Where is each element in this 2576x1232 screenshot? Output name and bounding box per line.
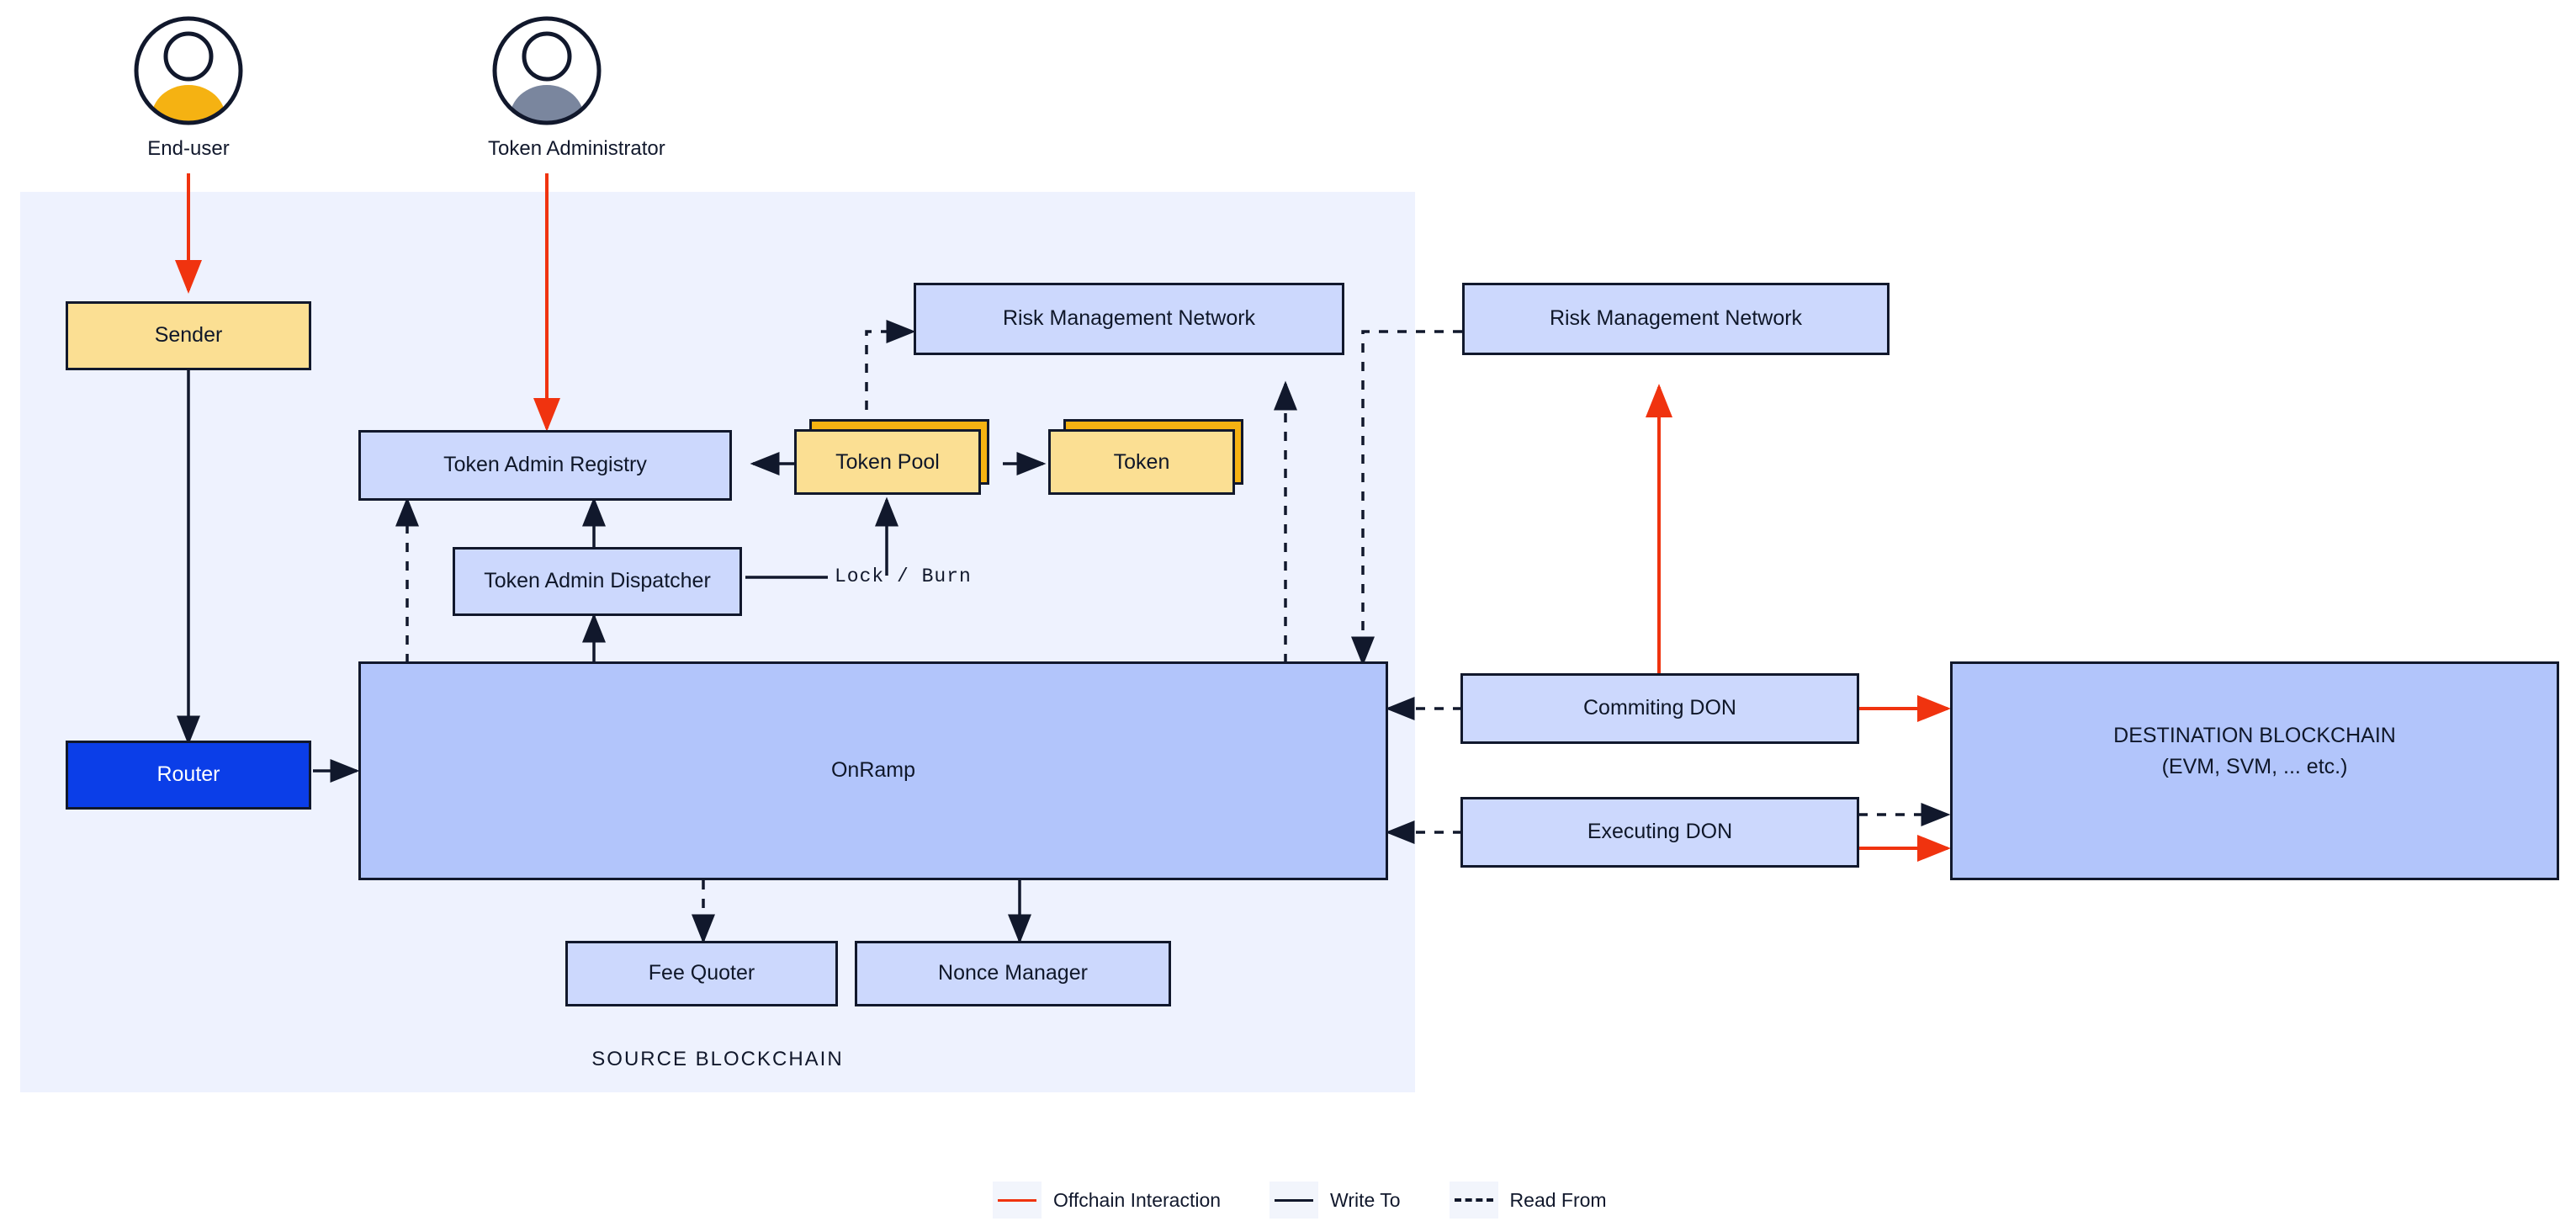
token-admin-dispatcher-label: Token Admin Dispatcher (484, 569, 711, 593)
legend-label-offchain-interaction: Offchain Interaction (1053, 1188, 1222, 1211)
onramp-label: OnRamp (830, 758, 916, 783)
node-executing-don[interactable]: Executing DON (1460, 797, 1859, 868)
legend-item-offchain-interaction: Offchain Interaction (993, 1182, 1221, 1219)
actor-token-administrator: Token Administrator (488, 15, 665, 161)
token-admin-registry-label: Token Admin Registry (443, 453, 647, 477)
write-to-line-icon (1269, 1182, 1319, 1219)
token-card: Token (1048, 429, 1235, 495)
read-from-line-icon (1449, 1182, 1498, 1219)
node-sender[interactable]: Sender (66, 301, 311, 370)
legend: Offchain Interaction Write To Read From (993, 1182, 1607, 1219)
node-token-admin-registry[interactable]: Token Admin Registry (358, 430, 732, 501)
risk-management-network-source-label: Risk Management Network (1002, 306, 1256, 331)
node-token-admin-dispatcher[interactable]: Token Admin Dispatcher (453, 547, 742, 616)
node-risk-management-network-dest[interactable]: Risk Management Network (1462, 283, 1890, 355)
token-label: Token (1113, 449, 1170, 474)
fee-quoter-label: Fee Quoter (648, 961, 755, 985)
end-user-avatar-icon (134, 16, 243, 125)
nonce-manager-label: Nonce Manager (938, 961, 1088, 985)
node-destination-blockchain[interactable]: DESTINATION BLOCKCHAIN (EVM, SVM, ... et… (1950, 661, 2559, 880)
lock-burn-annotation: Lock / Burn (835, 566, 972, 587)
destination-blockchain-line1: DESTINATION BLOCKCHAIN (2113, 724, 2396, 747)
node-risk-management-network-source[interactable]: Risk Management Network (914, 283, 1344, 355)
legend-label-read-from: Read From (1509, 1188, 1607, 1211)
legend-item-read-from: Read From (1449, 1182, 1607, 1219)
end-user-label: End-user (147, 137, 230, 160)
legend-item-write-to: Write To (1269, 1182, 1401, 1219)
node-nonce-manager[interactable]: Nonce Manager (855, 941, 1171, 1006)
node-token[interactable]: Token (1048, 419, 1250, 503)
risk-management-network-dest-label: Risk Management Network (1549, 306, 1803, 331)
node-commiting-don[interactable]: Commiting DON (1460, 673, 1859, 744)
node-token-pool[interactable]: Token Pool (794, 419, 996, 503)
token-pool-label: Token Pool (835, 449, 940, 474)
legend-label-write-to: Write To (1330, 1188, 1401, 1211)
source-blockchain-label: SOURCE BLOCKCHAIN (591, 1048, 844, 1070)
node-fee-quoter[interactable]: Fee Quoter (565, 941, 838, 1006)
destination-blockchain-line2: (EVM, SVM, ... etc.) (2161, 755, 2348, 779)
router-label: Router (156, 762, 220, 787)
node-onramp[interactable]: OnRamp (358, 661, 1388, 880)
node-router[interactable]: Router (66, 741, 311, 810)
token-administrator-avatar-icon (492, 16, 602, 125)
offchain-interaction-line-icon (993, 1182, 1042, 1219)
token-administrator-label: Token Administrator (488, 137, 665, 160)
token-pool-card: Token Pool (794, 429, 981, 495)
actor-end-user: End-user (130, 15, 247, 161)
commiting-don-label: Commiting DON (1583, 696, 1736, 720)
sender-label: Sender (154, 323, 223, 348)
executing-don-label: Executing DON (1587, 820, 1733, 844)
